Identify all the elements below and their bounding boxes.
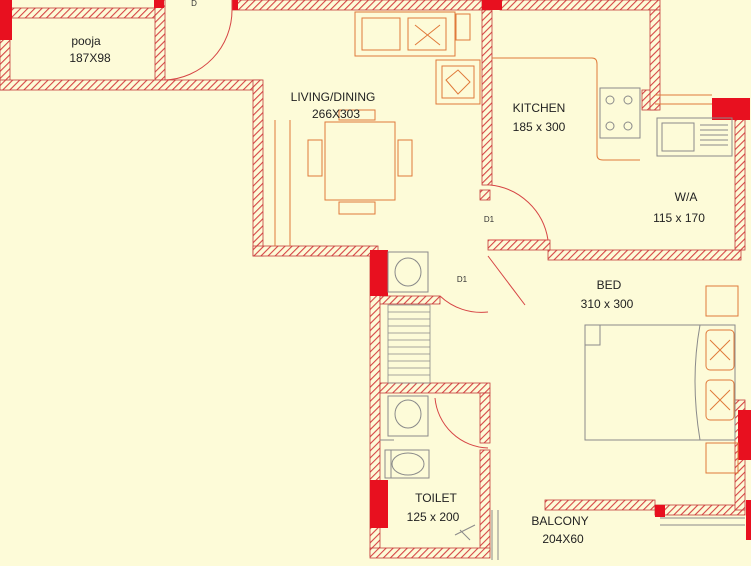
- wa-name: W/A: [675, 190, 698, 204]
- kitchen-size: 185 x 300: [513, 120, 566, 134]
- toilet-fixtures: [380, 395, 476, 541]
- sofa-set: [354, 11, 481, 105]
- door-tag-bed: D1: [457, 275, 468, 284]
- bed-name: BED: [597, 278, 622, 292]
- dining-table: [274, 109, 413, 246]
- balcony-size: 204X60: [542, 532, 584, 546]
- door-swings: [164, 0, 549, 449]
- kitchen-name: KITCHEN: [513, 101, 566, 115]
- toilet-name: TOILET: [415, 491, 457, 505]
- toilet-size: 125 x 200: [407, 510, 460, 524]
- living-name: LIVING/DINING: [291, 90, 376, 104]
- bed: [584, 285, 739, 474]
- wa-size: 115 x 170: [653, 211, 705, 225]
- door-tag-top: D: [191, 0, 197, 8]
- pooja-size: 187X98: [69, 51, 111, 65]
- pooja-name: pooja: [71, 34, 101, 48]
- columns: [0, 0, 751, 540]
- balcony-name: BALCONY: [531, 514, 588, 528]
- kitchen-counter: [492, 57, 712, 161]
- sink: [656, 117, 733, 157]
- wash-basin: [387, 251, 429, 293]
- living-size: 266X303: [312, 107, 360, 121]
- balcony-rail: [491, 510, 745, 560]
- bed-size: 310 x 300: [581, 297, 634, 311]
- door-tag-kitchen: D1: [484, 215, 495, 224]
- staircase: [387, 304, 431, 384]
